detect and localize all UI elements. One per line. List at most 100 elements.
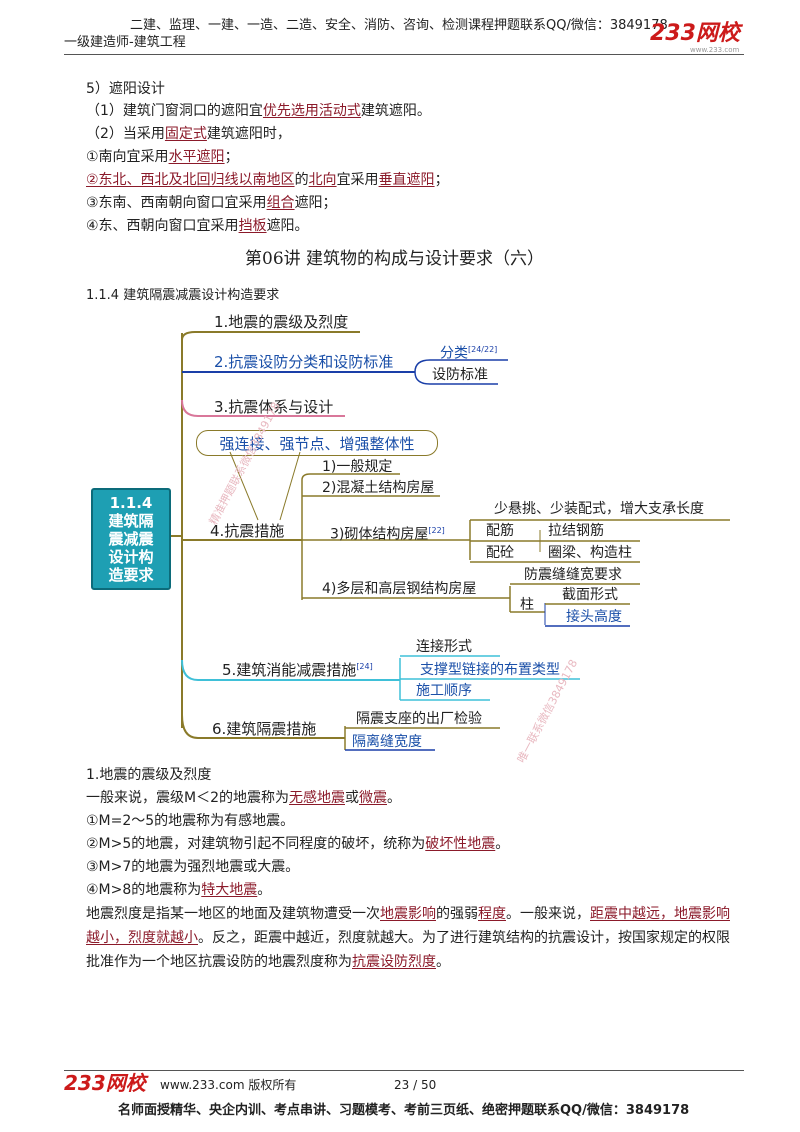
eq-line4: ③M>7的地震为强烈地震或大震。 (86, 859, 300, 875)
underlined-term: 组合 (266, 195, 295, 211)
underlined-term: 破坏性地震 (425, 836, 496, 852)
root-label: 1.1.4 建筑隔 震减震 设计构 造要求 (108, 494, 154, 584)
text: ④东、西朝向窗口宜采用 (86, 218, 239, 234)
mm-node-2b: 设防标准 (432, 367, 488, 383)
text: 。 (387, 790, 401, 806)
header-logo-sub: www.233.com (690, 46, 740, 54)
footer-site: www.233.com 版权所有 (160, 1078, 297, 1092)
text: 。反之，距震中越近，烈度就越大。为了进行建筑结构的抗震设计，按国家规定的权限批准… (86, 930, 730, 970)
eq-line5: ④M>8的地震称为特大地震。 (86, 881, 271, 899)
footer-page: 23 / 50 (394, 1078, 437, 1092)
sup: [24] (356, 662, 373, 671)
bubble-label: 强连接、强节点、增强整体性 (219, 434, 415, 453)
mm-node-6b: 隔离缝宽度 (352, 734, 422, 750)
text: 宜采用 (336, 172, 379, 188)
shading-item4: ④东、西朝向窗口宜采用挡板遮阳。 (86, 217, 309, 235)
header-rule (64, 54, 744, 55)
text: 。 (495, 836, 510, 852)
underlined-term: 北向 (308, 172, 337, 188)
shading-line2: （2）当采用固定式建筑遮阳时， (86, 125, 291, 143)
header-subject: 一级建造师-建筑工程 (64, 35, 186, 50)
shading-heading: 5）遮阳设计 (86, 81, 165, 97)
mm-node-4d2a: 截面形式 (562, 587, 618, 603)
mm-node-4c3a: 配砼 (486, 545, 514, 561)
label: 分类 (440, 345, 468, 362)
shading-item1: ①南向宜采用水平遮阳； (86, 148, 239, 166)
mm-node-4a: 1)一般规定 (322, 459, 393, 475)
text: （2）当采用 (86, 126, 165, 142)
mm-node-4c: 3)砌体结构房屋[22] (330, 522, 445, 544)
underlined-term: 微震 (359, 790, 387, 806)
text: ； (224, 149, 239, 165)
underlined-term: 水平遮阳 (168, 149, 225, 165)
shading-item3: ③东南、西南朝向窗口宜采用组合遮阳； (86, 194, 337, 212)
label: 5.建筑消能减震措施 (222, 661, 357, 679)
underlined-term: ②东北、西北及北回归线以南地区 (86, 172, 295, 188)
mm-node-5a: 连接形式 (416, 639, 472, 655)
text: 建筑遮阳时， (206, 126, 291, 142)
text: 或 (345, 790, 359, 806)
eq-line3: ②M>5的地震，对建筑物引起不同程度的破坏，统称为破坏性地震。 (86, 835, 509, 853)
mm-node-1: 1.地震的震级及烈度 (214, 313, 349, 331)
text: 建筑遮阳。 (360, 103, 431, 119)
text: 遮阳； (294, 195, 337, 211)
underlined-term: 抗震设防烈度 (352, 954, 436, 970)
lecture-title: 第06讲 建筑物的构成与设计要求（六） (245, 249, 545, 269)
text: ②M>5的地震，对建筑物引起不同程度的破坏，统称为 (86, 836, 426, 852)
footer-logo: 233网校 (64, 1071, 146, 1095)
sup: [24/22] (468, 345, 498, 354)
mm-node-4c2a: 配筋 (486, 523, 514, 539)
mm-node-2a: 分类[24/22] (440, 341, 497, 363)
text: 。 (436, 954, 450, 970)
mm-node-5c: 施工顺序 (416, 683, 472, 699)
text: （1）建筑门窗洞口的遮阳宜 (86, 103, 263, 119)
underlined-term: 程度 (478, 906, 506, 922)
text: ④M>8的地震称为 (86, 882, 202, 898)
text: ； (434, 172, 449, 188)
underlined-term: 优先选用活动式 (262, 103, 361, 119)
eq-paragraph: 地震烈度是指某一地区的地面及建筑物遭受一次地震影响的强弱程度。一般来说，距震中越… (86, 902, 734, 974)
header-logo: 233网校 (650, 21, 740, 46)
text: ③东南、西南朝向窗口宜采用 (86, 195, 267, 211)
mm-node-4d2: 柱 (520, 597, 534, 613)
mm-node-3: 3.抗震体系与设计 (214, 398, 334, 416)
shading-item2: ②东北、西北及北回归线以南地区的北向宜采用垂直遮阳； (86, 171, 449, 189)
text: 。一般来说， (506, 906, 590, 922)
footer-rule (64, 1070, 744, 1071)
eq-line2: ①M=2～5的地震称为有感地震。 (86, 813, 295, 829)
mm-node-4d1: 防震缝缝宽要求 (524, 567, 622, 583)
mm-node-4-bubble: 强连接、强节点、增强整体性 (196, 430, 438, 456)
eq-heading: 1.地震的震级及烈度 (86, 767, 212, 783)
mm-node-4d2b: 接头高度 (566, 609, 622, 625)
section-title: 1.1.4 建筑隔震减震设计构造要求 (86, 288, 280, 303)
mm-node-4b: 2)混凝土结构房屋 (322, 480, 435, 496)
mindmap-root: 1.1.4 建筑隔 震减震 设计构 造要求 (91, 488, 171, 590)
mm-node-5: 5.建筑消能减震措施[24] (222, 658, 373, 679)
footer-promo: 名师面授精华、央企内训、考点串讲、习题模考、考前三页纸、绝密押题联系QQ/微信：… (118, 1103, 690, 1118)
mm-node-6: 6.建筑隔震措施 (212, 720, 317, 738)
shading-line1: （1）建筑门窗洞口的遮阳宜优先选用活动式建筑遮阳。 (86, 102, 431, 120)
mm-node-4: 4.抗震措施 (210, 522, 285, 540)
text: 。 (257, 882, 272, 898)
underlined-term: 无感地震 (289, 790, 345, 806)
underlined-term: 固定式 (164, 126, 207, 142)
mm-node-2: 2.抗震设防分类和设防标准 (214, 353, 394, 371)
mm-node-6a: 隔震支座的出厂检验 (356, 711, 482, 727)
underlined-term: 距震中越远，地震影响越小，烈度就越小 (86, 906, 730, 946)
text: 的 (294, 172, 309, 188)
mm-node-5b: 支撑型链接的布置类型 (420, 662, 560, 678)
text: 遮阳。 (266, 218, 309, 234)
text: 一般来说，震级M＜2的地震称为 (86, 790, 289, 806)
label: 3)砌体结构房屋 (330, 526, 429, 543)
mm-node-4c3b: 圈梁、构造柱 (548, 545, 632, 561)
underlined-term: 挡板 (238, 218, 267, 234)
text: 地震烈度是指某一地区的地面及建筑物遭受一次 (86, 906, 380, 922)
sup: [22] (428, 526, 445, 535)
header-promo: 二建、监理、一建、一造、二造、安全、消防、咨询、检测课程押题联系QQ/微信：38… (130, 18, 668, 33)
eq-line1: 一般来说，震级M＜2的地震称为无感地震或微震。 (86, 789, 401, 807)
underlined-term: 垂直遮阳 (378, 172, 435, 188)
text: 的强弱 (436, 906, 478, 922)
mm-node-4c1: 少悬挑、少装配式，增大支承长度 (494, 501, 704, 517)
text: ①南向宜采用 (86, 149, 169, 165)
